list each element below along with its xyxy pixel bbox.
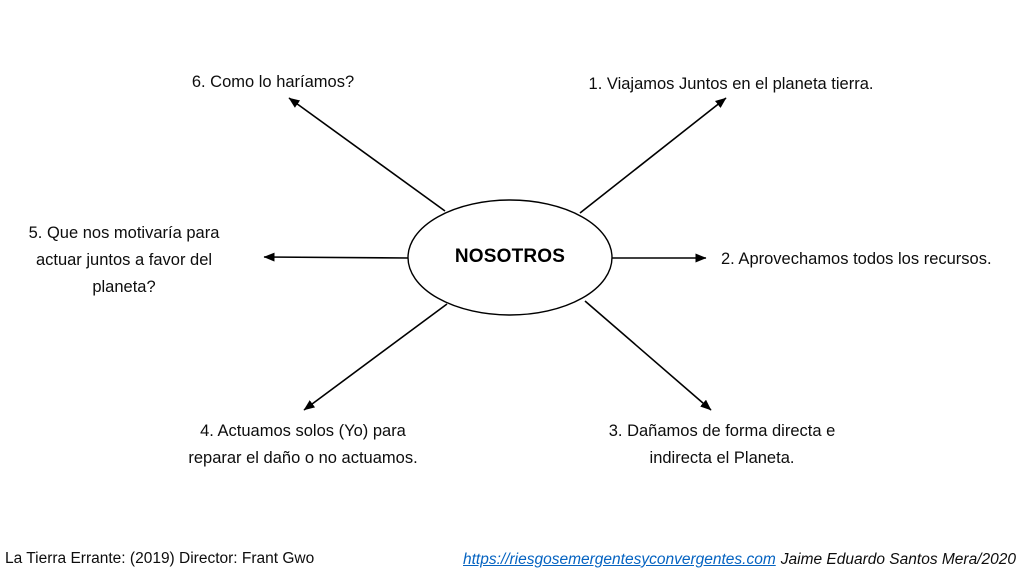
node-label-5-line: actuar juntos a favor del xyxy=(35,251,213,269)
node-label-6-line: 6. Como lo haríamos? xyxy=(191,73,355,91)
center-node-label: NOSOTROS xyxy=(454,246,566,267)
node-label-3-line: 3. Dañamos de forma directa e xyxy=(608,422,836,440)
arrow-to-node-6 xyxy=(288,97,446,212)
arrow-to-node-1 xyxy=(579,97,727,214)
node-label-2-line: 2. Aprovechamos todos los recursos. xyxy=(721,250,992,268)
node-label-5: 5. Que nos motivaría para actuar juntos … xyxy=(4,220,244,301)
footer-link[interactable]: https://riesgosemergentesyconvergentes.c… xyxy=(463,551,776,568)
footer-attribution: Jaime Eduardo Santos Mera/2020 xyxy=(780,551,1016,568)
node-label-4: 4. Actuamos solos (Yo) para reparar el d… xyxy=(163,418,443,472)
node-label-5-line: 5. Que nos motivaría para xyxy=(28,224,220,242)
node-label-3: 3. Dañamos de forma directa e indirecta … xyxy=(582,418,862,472)
node-label-3-line: indirecta el Planeta. xyxy=(649,449,795,467)
node-label-4-line: reparar el daño o no actuamos. xyxy=(188,449,418,467)
node-label-6: 6. Como lo haríamos? xyxy=(153,69,393,96)
node-label-4-line: 4. Actuamos solos (Yo) para xyxy=(200,422,406,440)
arrow-to-node-5 xyxy=(263,252,409,262)
arrow-to-node-4 xyxy=(303,303,448,411)
node-label-2: 2. Aprovechamos todos los recursos. xyxy=(721,246,992,273)
arrow-to-node-3 xyxy=(584,300,712,411)
footer-movie-reference: La Tierra Errante: (2019) Director: Fran… xyxy=(5,550,315,567)
footer-credits: https://riesgosemergentesyconvergentes.c… xyxy=(463,551,1016,569)
node-label-1-line: 1. Viajamos Juntos en el planeta tierra. xyxy=(588,75,874,93)
node-label-5-line: planeta? xyxy=(92,278,156,296)
node-label-1: 1. Viajamos Juntos en el planeta tierra. xyxy=(571,71,891,98)
center-ellipse xyxy=(407,199,613,316)
